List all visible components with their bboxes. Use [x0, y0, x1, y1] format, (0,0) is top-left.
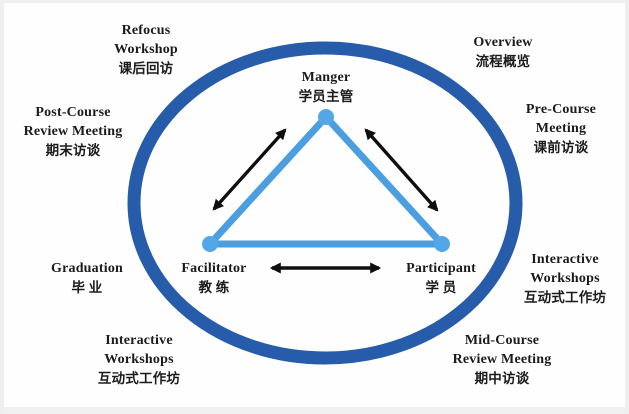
node-manager-dot [318, 109, 334, 125]
label-stage-graduation: Graduation 毕 业 [50, 261, 124, 295]
label-stage-refocus-workshop: Refocus Workshop 课后回访 [114, 23, 178, 76]
coaching-triangle [206, 113, 446, 248]
node-participant-en: Participant [406, 261, 476, 276]
label-stage-pre-course-meeting: Pre-Course Meeting 课前访谈 [525, 102, 597, 155]
node-facilitator-zh: 教 练 [198, 280, 230, 295]
label-stage-interactive-workshops-left: Interactive Workshops 互动式工作坊 [97, 333, 181, 386]
node-participant-zh: 学 员 [425, 280, 457, 295]
label-stage-post-course-review-meeting: Post-Course Review Meeting 期末访谈 [23, 105, 123, 158]
node-participant-dot [434, 236, 450, 252]
label-stage-mid-course-review-meeting: Mid-Course Review Meeting 期中访谈 [452, 333, 552, 386]
label-stage-overview: Overview 流程概览 [473, 35, 533, 69]
process-cycle-ellipse [127, 41, 523, 365]
node-facilitator-dot [202, 236, 218, 252]
node-facilitator-en: Facilitator [181, 261, 247, 276]
node-manager-zh: 学员主管 [298, 89, 354, 104]
arrow-manager-facilitator [212, 128, 287, 211]
node-manager-en: Manger [301, 70, 351, 85]
label-node-manager: Manger 学员主管 [299, 68, 354, 106]
arrow-manager-participant [364, 128, 439, 212]
label-node-facilitator: Facilitator 教 练 [181, 259, 246, 297]
label-stage-interactive-workshops-right: Interactive Workshops 互动式工作坊 [523, 252, 607, 305]
label-node-participant: Participant 学 员 [406, 259, 476, 297]
